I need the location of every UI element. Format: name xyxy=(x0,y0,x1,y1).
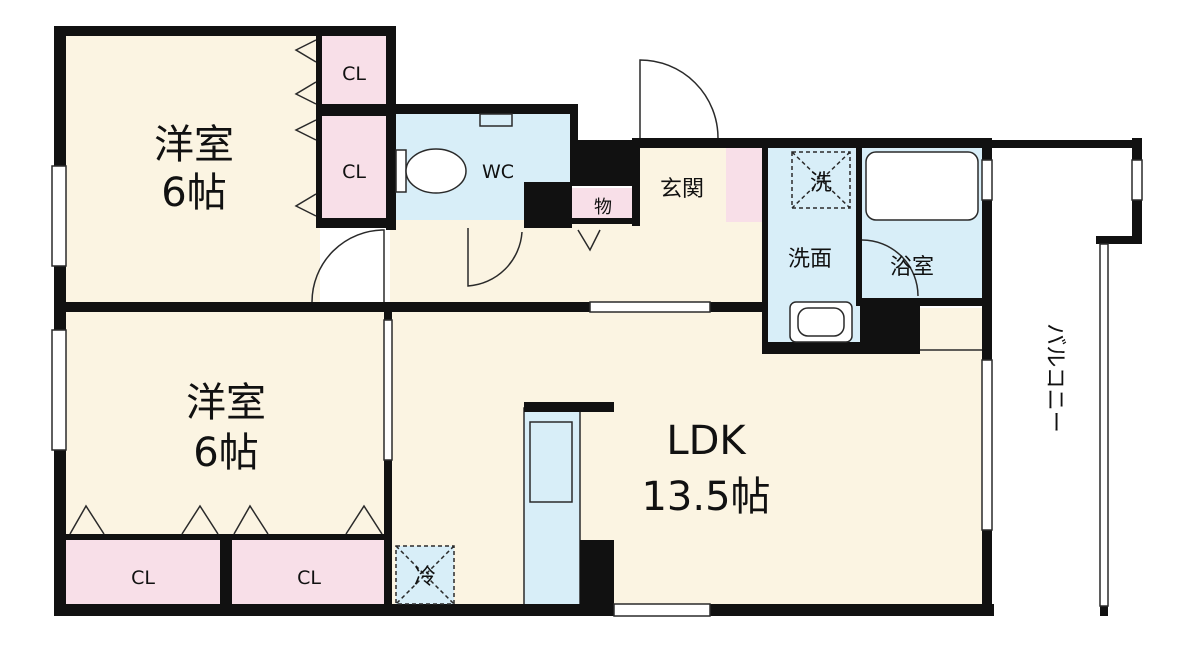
closet-south-left xyxy=(66,540,220,606)
closet-label-2: CL xyxy=(342,161,366,183)
bedroom-south-size: 6帖 xyxy=(193,430,258,476)
bedroom-north-door xyxy=(311,229,385,303)
fixtures xyxy=(395,113,979,605)
fridge-label: 冷 xyxy=(414,565,436,590)
bedroom-north-name: 洋室 xyxy=(154,122,234,168)
windows xyxy=(51,159,1143,617)
bedroom-north-size: 6帖 xyxy=(161,170,226,216)
toilet-fixture xyxy=(395,113,513,194)
ldk-size: 13.5帖 xyxy=(641,474,770,520)
bedroom-sliding-door xyxy=(383,319,393,461)
window-east-ldk xyxy=(981,359,993,531)
window-west-north xyxy=(51,165,67,267)
storage-closet xyxy=(572,188,634,220)
shoe-closet xyxy=(726,148,764,222)
storage-label: 物 xyxy=(594,197,612,218)
window-east-bath xyxy=(981,159,993,201)
closet-door-marks xyxy=(69,39,601,535)
washer-label: 洗 xyxy=(810,171,832,196)
bedroom-south-floor xyxy=(62,312,388,536)
entrance-door xyxy=(639,59,719,139)
bedroom-north-floor xyxy=(62,30,320,302)
bath-door xyxy=(861,239,919,297)
closets xyxy=(66,34,764,606)
closet-south-right xyxy=(232,540,386,606)
bathtub-fixture xyxy=(865,151,979,221)
labels: 洋室 6帖 洋室 6帖 LDK 13.5帖 CL CL CL CL WC 物 玄… xyxy=(131,63,1067,590)
closet-label-4: CL xyxy=(297,567,321,589)
ldk-name: LDK xyxy=(666,418,747,464)
balcony-floor xyxy=(990,140,1140,610)
washer-space xyxy=(791,151,851,209)
bedroom-south-name: 洋室 xyxy=(186,380,266,426)
kitchen-sink xyxy=(529,421,573,503)
wash-basin-fixture xyxy=(789,301,853,343)
washroom-label: 洗面 xyxy=(788,247,832,272)
toilet-label: WC xyxy=(482,161,514,183)
closet-north-upper xyxy=(322,34,386,106)
closet-label-3: CL xyxy=(131,567,155,589)
room-fills xyxy=(62,30,1140,610)
hall-opening xyxy=(589,301,711,313)
balcony-label: バルコニー xyxy=(1042,323,1067,433)
ldk-floor xyxy=(390,308,988,606)
hallway-floor xyxy=(390,220,765,308)
balcony-rail xyxy=(1099,243,1109,607)
closet-label-1: CL xyxy=(342,63,366,85)
window-balcony xyxy=(1131,159,1143,201)
bathroom-label: 浴室 xyxy=(890,255,934,280)
window-west-south xyxy=(51,329,67,451)
window-south-ldk xyxy=(613,603,711,617)
closet-north-lower xyxy=(322,116,386,220)
fridge-space xyxy=(395,545,455,605)
entrance-label: 玄関 xyxy=(660,177,704,202)
doors xyxy=(311,59,982,351)
toilet-door xyxy=(467,228,523,287)
